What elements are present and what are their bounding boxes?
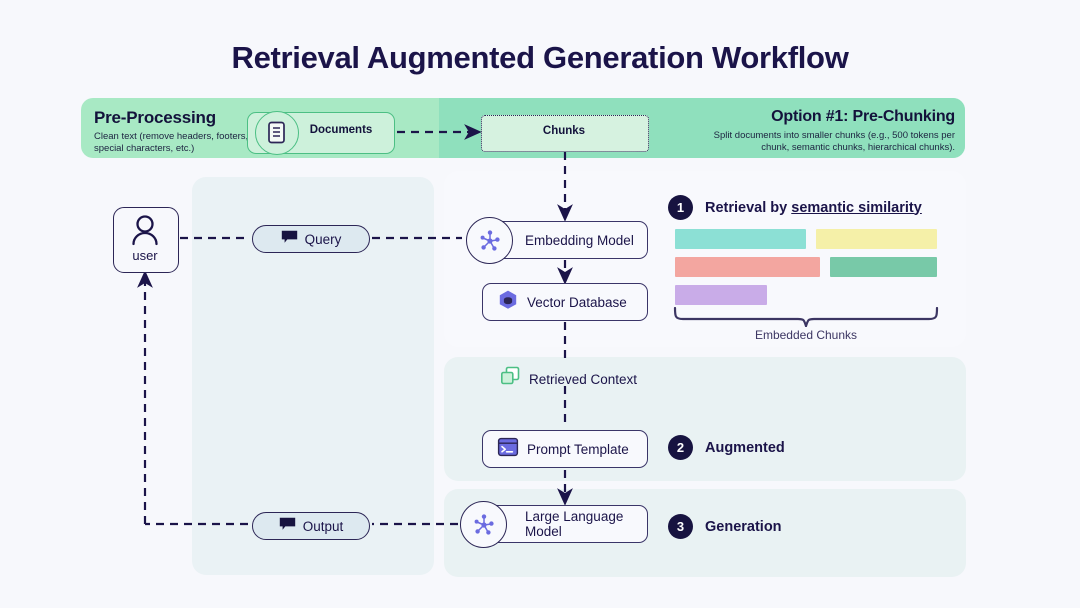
chunks-label: Chunks [542, 125, 586, 137]
step-3-row: 3 Generation [668, 514, 782, 539]
chunk-bar-row [675, 229, 937, 249]
vector-database-node[interactable]: Vector Database [482, 283, 648, 321]
prompt-template-label: Prompt Template [527, 441, 629, 457]
layered-squares-icon [500, 366, 521, 392]
documents-label: Documents [309, 124, 373, 136]
network-nodes-icon [460, 501, 507, 548]
preprocessing-band [81, 98, 965, 158]
preprocessing-heading: Pre-Processing [94, 108, 216, 127]
network-nodes-icon [466, 217, 513, 264]
query-pill[interactable]: Query [252, 225, 370, 253]
user-node[interactable] [113, 207, 179, 273]
chunk-bar [675, 257, 820, 277]
output-pill[interactable]: Output [252, 512, 370, 540]
step-1-row: 1 Retrieval by semantic similarity [668, 195, 922, 220]
step-2-label: Augmented [705, 439, 785, 456]
user-icon [128, 213, 162, 247]
step-3-badge: 3 [668, 514, 693, 539]
prechunking-subtitle: Split documents into smaller chunks (e.g… [713, 130, 955, 153]
page-title: Retrieval Augmented Generation Workflow [231, 40, 849, 75]
chunk-bar [830, 257, 937, 277]
step-1-emphasis: semantic similarity [791, 199, 922, 216]
terminal-icon [497, 437, 519, 462]
large-language-model-label: Large Language Model [525, 509, 624, 539]
document-icon [255, 111, 299, 155]
chunk-bar-row [675, 285, 937, 305]
user-label: user [132, 248, 158, 263]
chunk-bar [816, 229, 937, 249]
chunks-node[interactable] [481, 115, 649, 152]
embedded-chunk-bars [675, 229, 937, 313]
hexagon-database-icon [497, 289, 519, 316]
chunk-bar [675, 285, 767, 305]
step-2-badge: 2 [668, 435, 693, 460]
large-language-model-node[interactable]: Large Language Model [482, 505, 648, 543]
embedding-model-label: Embedding Model [525, 232, 634, 248]
step-1-badge: 1 [668, 195, 693, 220]
step-3-label: Generation [705, 518, 782, 535]
preprocessing-subtitle: Clean text (remove headers, footers, spe… [94, 131, 249, 154]
embedding-model-node[interactable]: Embedding Model [482, 221, 648, 259]
step-1-prefix: Retrieval by [705, 199, 792, 216]
prompt-template-node[interactable]: Prompt Template [482, 430, 648, 468]
chunk-bar-row [675, 257, 937, 277]
speech-bubble-icon [281, 230, 298, 249]
prechunking-heading: Option #1: Pre-Chunking [771, 108, 955, 125]
query-label: Query [304, 231, 342, 247]
step-1-label: Retrieval by semantic similarity [705, 200, 922, 216]
speech-bubble-icon [279, 517, 296, 536]
step-2-row: 2 Augmented [668, 435, 785, 460]
retrieved-context-label: Retrieved Context [529, 371, 638, 387]
vector-database-label: Vector Database [527, 294, 627, 310]
embedded-chunks-caption: Embedded Chunks [754, 328, 858, 342]
retrieved-context-node[interactable]: Retrieved Context [500, 366, 637, 392]
embedded-chunks-brace [673, 307, 939, 327]
chunk-bar [675, 229, 806, 249]
output-label: Output [302, 518, 344, 534]
